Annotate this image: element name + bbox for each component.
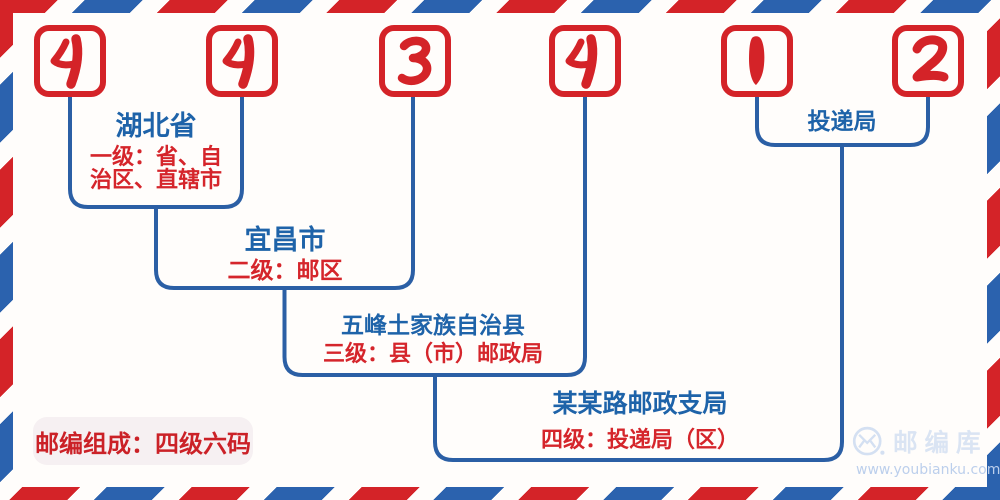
- level1-desc-line2: 治区、直辖市: [89, 168, 222, 193]
- digit-4-glyph: [565, 33, 597, 89]
- level4-name: 某某路邮政支局: [552, 389, 728, 418]
- digit-box-3: [379, 25, 451, 97]
- digit-5-glyph: [748, 35, 764, 85]
- digit-box-6: [892, 25, 964, 97]
- digit-3-glyph: [397, 36, 431, 85]
- diagram-panel: [13, 13, 987, 487]
- digit-box-5: [721, 25, 793, 97]
- level3-label: 五峰土家族自治县 三级：县（市）邮政局: [313, 313, 553, 367]
- digit-box-1: [34, 25, 106, 97]
- site-watermark[interactable]: 邮编库 www.youbianku.com: [852, 424, 1000, 478]
- level2-desc: 二级：邮区: [227, 258, 343, 284]
- level1-desc-line1: 一级：省、自: [89, 145, 222, 170]
- level4-desc: 四级：投递局（区）: [540, 428, 739, 453]
- level5-name: 投递局: [807, 109, 877, 135]
- composition-note-box: 邮编组成：四级六码: [33, 417, 253, 465]
- level3-name: 五峰土家族自治县: [341, 313, 525, 339]
- level2-label: 宜昌市 二级：邮区: [185, 226, 385, 283]
- level4-label: 某某路邮政支局 四级：投递局（区）: [520, 391, 760, 452]
- digit-1-glyph: [50, 33, 82, 89]
- level1-label: 湖北省 一级：省、自 治区、直辖市: [66, 111, 246, 193]
- digit-box-2: [206, 25, 278, 97]
- level3-desc: 三级：县（市）邮政局: [322, 342, 543, 367]
- digit-2-glyph: [222, 33, 254, 89]
- level2-name: 宜昌市: [244, 225, 326, 256]
- digit-6-glyph: [912, 34, 948, 81]
- level5-label: 投递局: [762, 110, 922, 135]
- composition-note-text: 邮编组成：四级六码: [35, 429, 251, 458]
- watermark-site-name: 邮编库: [893, 428, 988, 457]
- level1-name: 湖北省: [115, 111, 197, 142]
- envelope-icon: [852, 426, 885, 455]
- digit-box-4: [549, 25, 621, 97]
- watermark-site-url: www.youbianku.com: [856, 462, 1000, 478]
